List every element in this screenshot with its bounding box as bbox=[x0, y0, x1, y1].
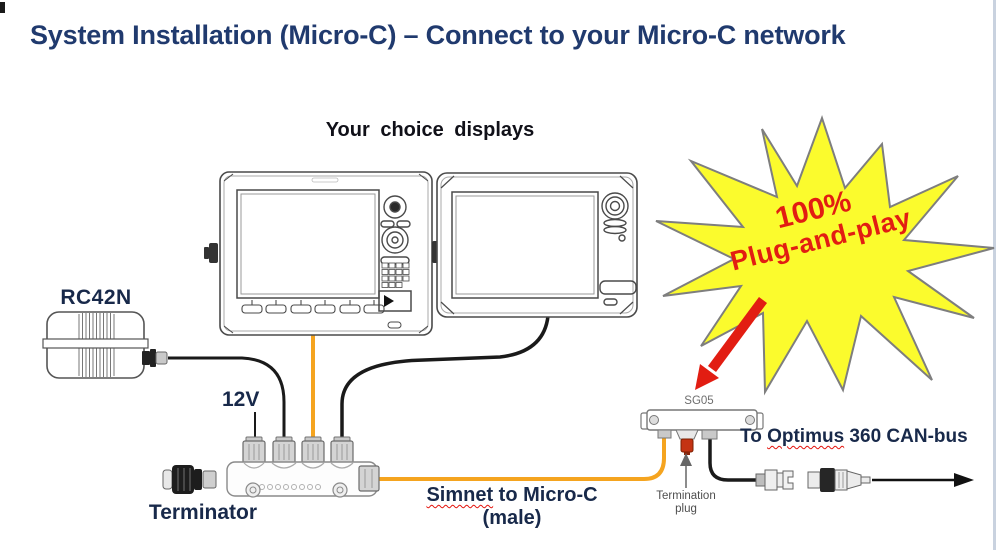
sg05-out-cable bbox=[708, 438, 758, 482]
canbus-connectors-graphic bbox=[755, 468, 974, 492]
termination-plug-line2: plug bbox=[675, 503, 697, 515]
termination-plug-graphic bbox=[680, 438, 694, 453]
page-title: System Installation (Micro-C) – Connect … bbox=[30, 20, 846, 50]
red-arrow bbox=[695, 297, 768, 390]
corner-mark bbox=[0, 2, 5, 13]
optimus-prefix: To bbox=[740, 426, 768, 447]
rc42n-cable bbox=[168, 356, 286, 445]
optimus-word-underlined: Optimus bbox=[767, 426, 845, 447]
optimus-label: To Optimus 360 CAN-bus bbox=[740, 426, 990, 448]
simnet-line1: Simnet to Micro-C bbox=[403, 484, 621, 507]
displays-label: Your choice displays bbox=[325, 119, 535, 141]
rc42n-label: RC42N bbox=[60, 286, 132, 309]
left-display-graphic bbox=[204, 171, 447, 336]
slide-right-border bbox=[993, 0, 996, 550]
terminator-label: Terminator bbox=[148, 501, 258, 524]
termination-plug-label: Termination plug bbox=[646, 490, 726, 516]
simnet-line2: (male) bbox=[482, 507, 542, 529]
simnet-label: Simnet to Micro-C (male) bbox=[403, 484, 621, 530]
terminator-graphic bbox=[162, 436, 380, 498]
simnet-word-underlined: Simnet bbox=[426, 484, 494, 506]
simnet-cable bbox=[379, 436, 666, 481]
sg05-graphic bbox=[640, 409, 764, 455]
rc42n-graphic bbox=[42, 311, 168, 379]
cables bbox=[168, 315, 758, 482]
12v-label: 12V bbox=[222, 388, 260, 411]
right-display-cable bbox=[340, 315, 550, 445]
right-display-graphic bbox=[436, 172, 638, 318]
termination-plug-arrow bbox=[680, 453, 692, 488]
optimus-rest: 360 CAN-bus bbox=[844, 426, 968, 447]
termination-plug-line1: Termination bbox=[656, 490, 716, 502]
simnet-rest: to Micro-C bbox=[493, 484, 598, 506]
terminator-plug-graphic bbox=[162, 465, 217, 494]
sg05-label: SG05 bbox=[684, 395, 714, 407]
